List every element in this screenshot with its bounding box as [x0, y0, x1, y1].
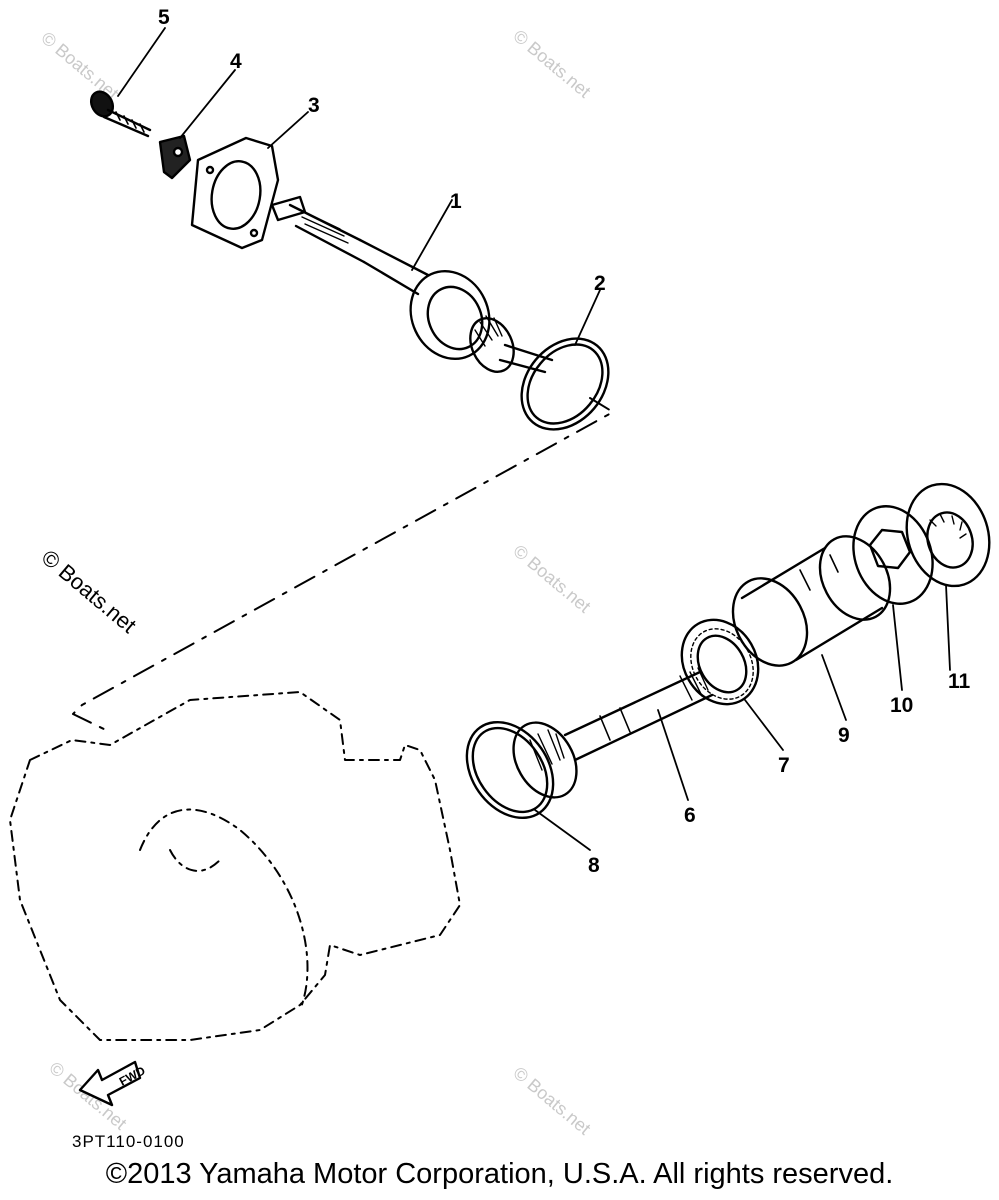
part-label: 10	[890, 694, 913, 717]
part-label: 8	[588, 854, 600, 877]
part-label: 6	[684, 804, 696, 827]
bearing-housing	[731, 535, 892, 667]
part-label: 1	[450, 190, 462, 213]
part-labels: 5 4 3 1 2 6 7 8 9 10 11	[158, 6, 971, 877]
retainer-plate	[190, 136, 280, 250]
part-label: 11	[948, 670, 971, 693]
part-label: 7	[778, 754, 790, 777]
collar	[852, 505, 934, 605]
ring-nut	[905, 482, 991, 588]
watermark: © Boats.net	[37, 28, 122, 104]
routing-line	[72, 397, 614, 733]
watermark: © Boats.net	[509, 1063, 594, 1139]
shim-ring	[520, 337, 610, 431]
part-label: 9	[838, 724, 850, 747]
lock-washer	[158, 134, 192, 180]
watermark-group: © Boats.net © Boats.net © Boats.net © Bo…	[37, 26, 595, 1139]
fwd-label: FWD	[117, 1063, 148, 1088]
fwd-arrow-icon	[78, 1060, 142, 1107]
drive-shaft	[270, 195, 554, 374]
diagram-code: 3PT110-0100	[72, 1132, 185, 1151]
driven-shaft	[512, 667, 714, 799]
part-label: 3	[308, 94, 320, 117]
part-label: 4	[230, 50, 242, 73]
watermark: © Boats.net	[45, 1058, 130, 1134]
watermark: © Boats.net	[509, 26, 594, 102]
engine-outline	[9, 691, 461, 1041]
bolt	[89, 90, 152, 138]
shim-ring	[465, 720, 555, 820]
leader-lines	[117, 27, 951, 851]
part-label: 2	[594, 272, 606, 295]
copyright-notice: ©2013 Yamaha Motor Corporation, U.S.A. A…	[105, 1158, 894, 1190]
bearing	[680, 618, 760, 706]
watermark-dark: © Boats.net	[37, 545, 141, 638]
part-label: 5	[158, 6, 170, 29]
watermark: © Boats.net	[509, 541, 594, 617]
